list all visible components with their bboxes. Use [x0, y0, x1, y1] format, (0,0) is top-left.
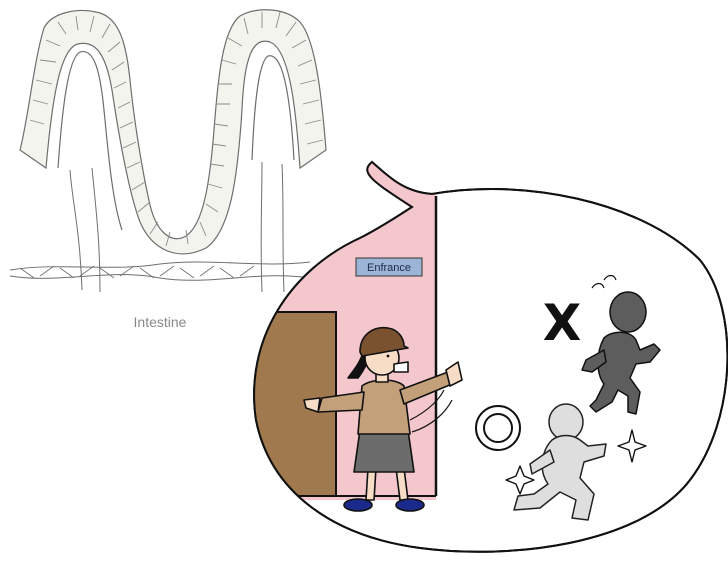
allowed-head: [549, 404, 583, 440]
muscularis-layer: [10, 262, 310, 280]
whistle-icon: [394, 362, 408, 372]
muscularis-weave: [20, 266, 254, 278]
entrance-sign-text: Enfrance: [367, 262, 411, 274]
left-shoe: [344, 499, 372, 511]
entrance-sign: Enfrance: [356, 258, 422, 276]
skirt: [354, 430, 414, 472]
intestine-villi-diagram: [10, 10, 326, 292]
jacket: [358, 380, 410, 434]
eye: [387, 355, 390, 358]
x-mark: X: [543, 294, 582, 352]
right-shoe: [396, 499, 424, 511]
submucosa-strand-b: [261, 162, 284, 292]
intestine-label: Intestine: [134, 314, 187, 330]
rejected-head: [610, 292, 646, 332]
